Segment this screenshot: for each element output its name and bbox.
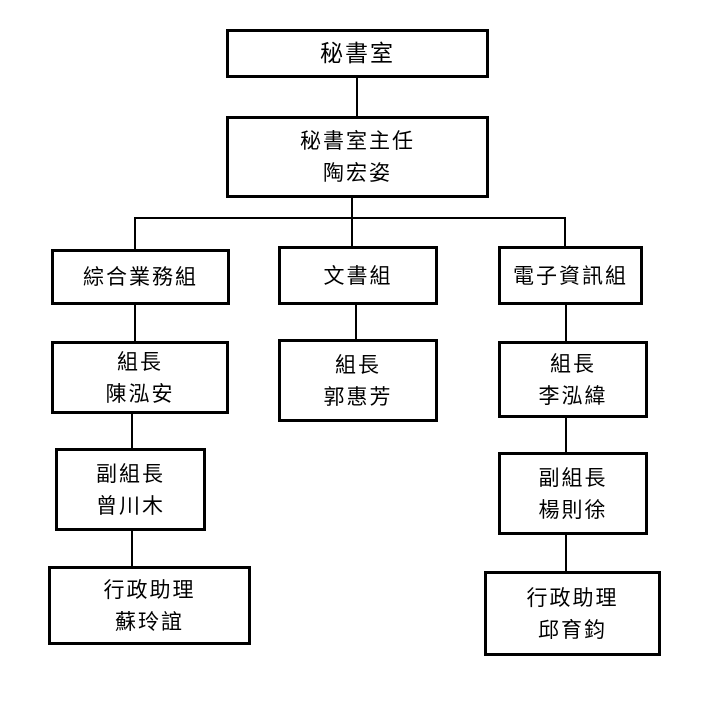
leader-title-1: 組長 — [117, 349, 163, 374]
leader-box-2: 組長 郭惠芳 — [278, 339, 438, 422]
leader-box-1: 組長 陳泓安 — [51, 341, 229, 414]
connector-deputy-3-assistant — [565, 533, 567, 573]
deputy-box-1: 副組長 曾川木 — [55, 448, 206, 531]
leader-name-3: 李泓緯 — [538, 383, 608, 408]
unit-box-3: 電子資訊組 — [498, 246, 643, 305]
assistant-name-1: 蘇玲誼 — [115, 609, 184, 634]
unit-box-2: 文書組 — [278, 246, 438, 305]
assistant-title-3: 行政助理 — [526, 585, 619, 610]
director-title: 秘書室主任 — [300, 129, 415, 153]
unit-box-1: 綜合業務組 — [51, 249, 230, 305]
assistant-box-3: 行政助理 邱育鈞 — [484, 571, 661, 656]
connector-unit-1-leader — [134, 303, 136, 343]
connector-bus-unit-2 — [351, 217, 353, 248]
leader-box-3: 組長 李泓緯 — [498, 341, 648, 418]
leader-name-1: 陳泓安 — [105, 381, 175, 406]
connector-deputy-1-assistant — [131, 529, 133, 568]
connector-leader-3-deputy — [565, 416, 567, 454]
director-name: 陶宏姿 — [323, 161, 392, 185]
deputy-box-3: 副組長 楊則徐 — [498, 452, 648, 535]
connector-bus — [134, 217, 566, 219]
connector-bus-unit-3 — [564, 217, 566, 251]
unit-name-3: 電子資訊組 — [513, 263, 628, 288]
unit-name-1: 綜合業務組 — [83, 265, 198, 289]
connector-root-director — [356, 76, 358, 118]
director-box: 秘書室主任 陶宏姿 — [226, 116, 489, 198]
assistant-box-1: 行政助理 蘇玲誼 — [48, 566, 251, 645]
deputy-name-1: 曾川木 — [96, 493, 165, 518]
connector-unit-2-leader — [355, 303, 357, 341]
leader-name-2: 郭惠芳 — [323, 384, 393, 409]
leader-title-3: 組長 — [550, 351, 596, 376]
assistant-name-3: 邱育鈞 — [538, 617, 607, 642]
deputy-name-3: 楊則徐 — [538, 497, 608, 522]
connector-leader-1-deputy — [131, 412, 133, 450]
leader-title-2: 組長 — [335, 352, 381, 377]
assistant-title-1: 行政助理 — [103, 577, 196, 602]
root-box: 秘書室 — [226, 29, 489, 78]
connector-unit-3-leader — [565, 303, 567, 343]
deputy-title-3: 副組長 — [538, 465, 608, 490]
root-title: 秘書室 — [320, 40, 395, 67]
connector-bus-unit-1 — [134, 217, 136, 251]
unit-name-2: 文書組 — [323, 263, 393, 288]
connector-director-bus — [351, 196, 353, 218]
deputy-title-1: 副組長 — [96, 461, 165, 486]
